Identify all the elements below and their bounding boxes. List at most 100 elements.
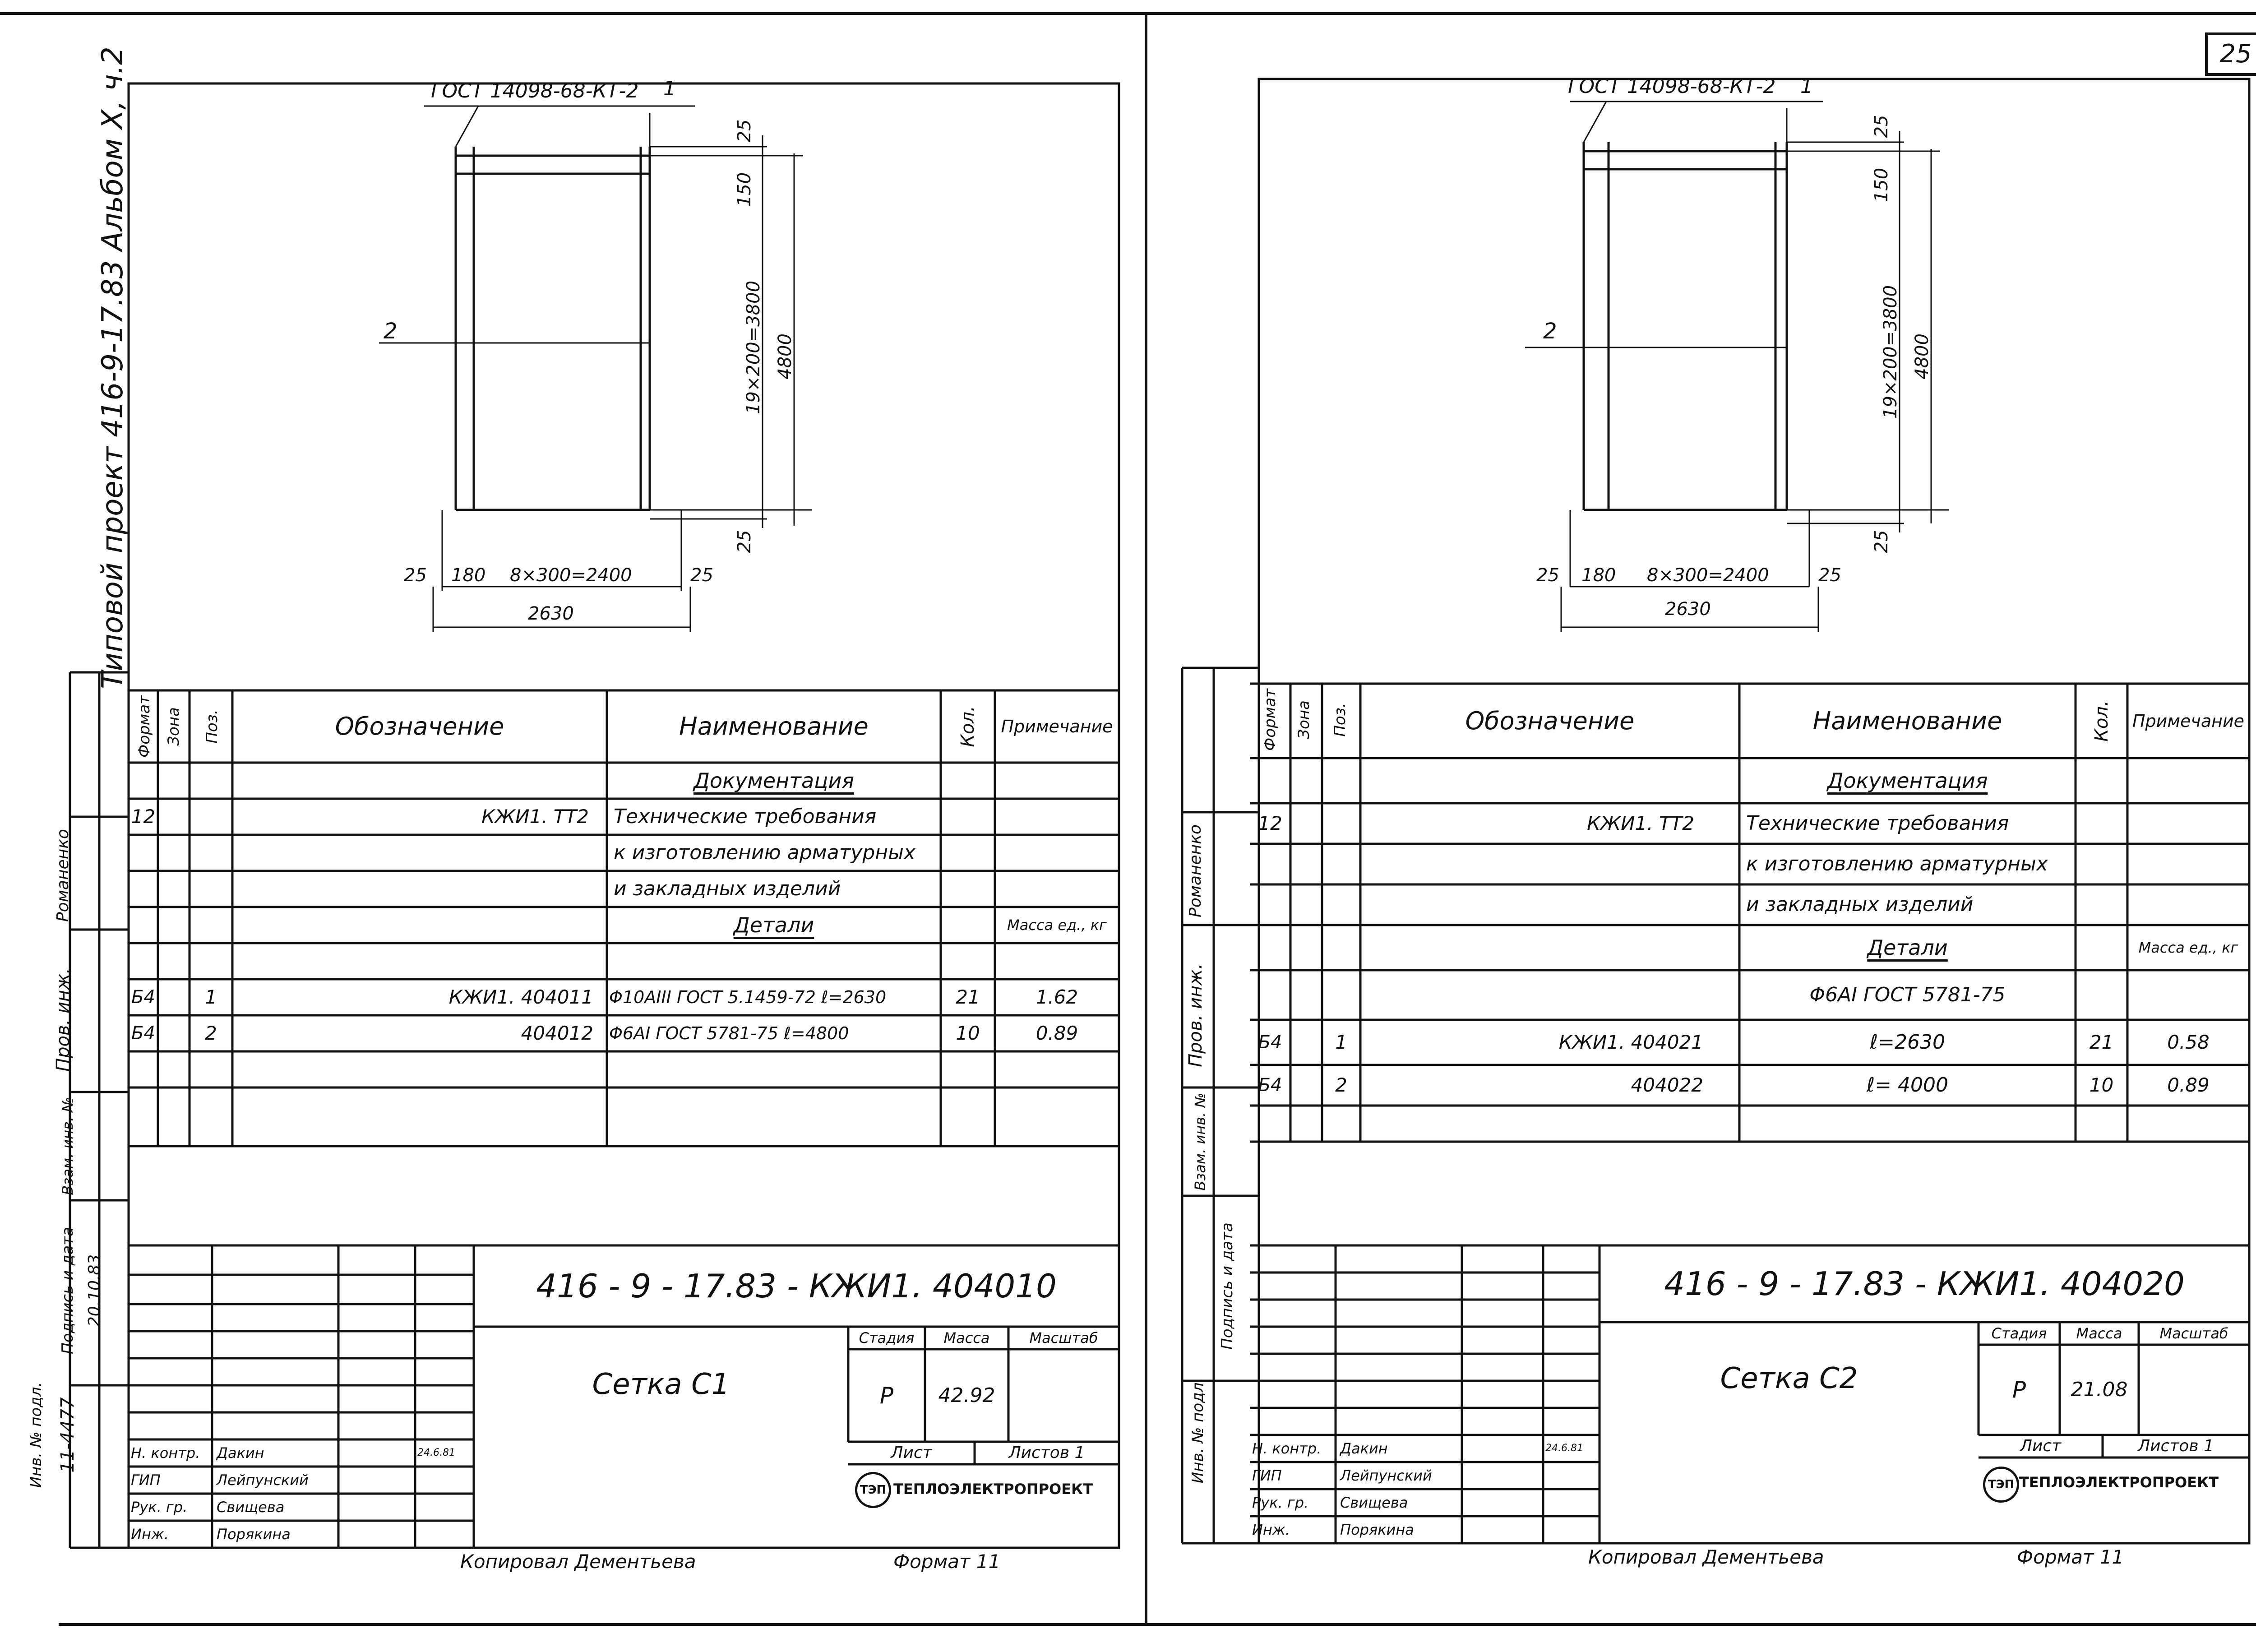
- position-1-label-left: 1: [663, 77, 676, 100]
- format-label-left: Формат 11: [893, 1550, 1001, 1573]
- col-pos-header-right: Поз.: [1331, 703, 1349, 737]
- col-qty-header-right: Кол.: [2091, 700, 2112, 742]
- spec-row-note: Масса ед., кг: [1007, 916, 1107, 934]
- spec-row-designation: 404022: [1631, 1074, 1703, 1096]
- sig-role: Н. контр.: [1252, 1440, 1322, 1457]
- dim-bottom-gap-right: 25: [1871, 530, 1892, 553]
- dim-first-right: 150: [1871, 167, 1892, 203]
- spec-row-qty: 10: [2089, 1074, 2114, 1096]
- drawing-code-left: 416 - 9 - 17.83 - КЖИ1. 404010: [536, 1267, 1057, 1305]
- spec-row-name: ℓ= 4000: [1866, 1074, 1948, 1097]
- spec-row-name: и закладных изделий: [614, 877, 841, 900]
- gost-note-right: ГОСТ 14098-68-КТ-2: [1568, 75, 1776, 98]
- copied-by-right: Копировал Дементьева: [1588, 1546, 1824, 1568]
- col-format-header-right: Формат: [1261, 689, 1279, 751]
- dim-total-h-right: 2630: [1665, 599, 1711, 620]
- spec-row-format: 12: [1258, 812, 1282, 834]
- sig-role: Рук. гр.: [1252, 1494, 1309, 1511]
- spec-row-name: Детали: [733, 913, 814, 937]
- stage-value-left: Р: [879, 1382, 894, 1409]
- spec-row-note: 0.58: [2167, 1031, 2210, 1053]
- mass-label-right: Масса: [2076, 1325, 2122, 1342]
- spec-row-name: Φ6АI ГОСТ 5781-75: [1809, 983, 2006, 1006]
- sheets-count-right: Листов 1: [2138, 1437, 2214, 1455]
- spec-row-pos: 1: [205, 986, 217, 1008]
- position-2-label-left: 2: [384, 319, 398, 344]
- spec-row-pos: 2: [205, 1022, 217, 1044]
- dim-left-gap-left: 25: [404, 565, 427, 586]
- dim-left-gap-right: 25: [1536, 565, 1559, 586]
- dim-right-gap-left: 25: [690, 565, 713, 586]
- spec-row-name: Технические требования: [1746, 812, 2009, 835]
- spec-row-designation: 404012: [521, 1022, 593, 1044]
- mass-label-left: Масса: [943, 1329, 990, 1347]
- stage-label-left: Стадия: [859, 1329, 915, 1347]
- spec-row-name: Детали: [1867, 935, 1948, 960]
- position-1-label-right: 1: [1800, 75, 1813, 98]
- dim-pitch-h-right: 8×300=2400: [1647, 565, 1769, 586]
- position-2-label-right: 2: [1543, 319, 1557, 344]
- dim-right-gap-right: 25: [1818, 565, 1841, 586]
- col-name-header-right: Наименование: [1812, 706, 2002, 735]
- scale-label-right: Масштаб: [2159, 1325, 2228, 1342]
- sig-name: Лейпунский: [1340, 1467, 1432, 1484]
- sheet-label-left: Лист: [891, 1444, 932, 1462]
- stage-value-right: Р: [2012, 1377, 2026, 1403]
- sig-date: 24.6.81: [1545, 1443, 1583, 1454]
- spec-row-name: к изготовлению арматурных: [1746, 852, 2048, 875]
- sig-name: Порякина: [1340, 1521, 1414, 1538]
- spec-row-designation: КЖИ1. ТТ2: [1587, 812, 1694, 834]
- mass-value-left: 42.92: [938, 1384, 995, 1407]
- spec-row-name: ℓ=2630: [1869, 1031, 1946, 1054]
- sig-role: Рук. гр.: [131, 1499, 188, 1516]
- page-number: 25: [2219, 39, 2252, 69]
- copied-by-left: Копировал Дементьева: [460, 1550, 696, 1573]
- dim-first-h-left: 180: [451, 565, 486, 586]
- col-zone-header-right: Зона: [1295, 700, 1313, 739]
- col-designation-header-right: Обозначение: [1465, 706, 1635, 735]
- spec-row-name: Φ10АIII ГОСТ 5.1459-72 ℓ=2630: [609, 987, 887, 1007]
- sig-name: Дакин: [1340, 1440, 1388, 1457]
- spec-row-name: и закладных изделий: [1746, 893, 1974, 916]
- inv-label-right: Инв. № подл.: [1189, 1377, 1207, 1484]
- sheets-count-left: Листов 1: [1008, 1444, 1085, 1462]
- spec-row-designation: КЖИ1. 404011: [448, 986, 593, 1008]
- spec-row-name: Документация: [693, 768, 855, 793]
- drawing-title-left: Сетка С1: [592, 1367, 730, 1401]
- sig-role: Инж.: [1252, 1521, 1290, 1538]
- spec-row-name: к изготовлению арматурных: [614, 841, 915, 864]
- org-name-right: ТЕПЛОЭЛЕКТРОПРОЕКТ: [2019, 1474, 2219, 1491]
- spec-row-name: Технические требования: [614, 805, 877, 828]
- scale-label-left: Масштаб: [1029, 1329, 1098, 1347]
- sig-name: Порякина: [217, 1526, 291, 1543]
- org-logo-left: ТЭП: [855, 1472, 891, 1508]
- sig-role: ГИП: [1252, 1467, 1282, 1484]
- spec-row-note: Масса ед., кг: [2138, 939, 2238, 956]
- spec-row-note: 0.89: [1036, 1022, 1078, 1044]
- dim-pitch-h-left: 8×300=2400: [510, 565, 632, 586]
- sig-role: ГИП: [131, 1472, 161, 1489]
- dim-pitch-v-right: 19×200=3800: [1880, 285, 1901, 419]
- spec-row-note: 1.62: [1036, 986, 1078, 1008]
- stage-label-right: Стадия: [1991, 1325, 2047, 1342]
- drawing-code-right: 416 - 9 - 17.83 - КЖИ1. 404020: [1664, 1265, 2185, 1303]
- col-name-header-left: Наименование: [679, 712, 869, 740]
- spec-row-format: 12: [131, 805, 156, 828]
- spec-row-note: 0.89: [2167, 1074, 2210, 1096]
- org-name-left: ТЕПЛОЭЛЕКТРОПРОЕКТ: [893, 1481, 1093, 1498]
- sig-role: Н. контр.: [131, 1444, 200, 1462]
- gost-note-left: ГОСТ 14098-68-КТ-2: [431, 79, 639, 102]
- spec-row-name: Документация: [1827, 768, 1988, 793]
- spec-row-format: Б4: [131, 1023, 155, 1044]
- spec-row-qty: 21: [956, 986, 980, 1008]
- mass-value-right: 21.08: [2071, 1378, 2128, 1401]
- col-designation-header-left: Обозначение: [335, 712, 504, 740]
- spec-row-pos: 1: [1335, 1031, 1347, 1053]
- prov-name-right: Романенко: [1186, 824, 1205, 917]
- spec-row-pos: 2: [1335, 1074, 1347, 1096]
- dim-first-h-right: 180: [1581, 565, 1616, 586]
- col-note-header-left: Примечание: [1001, 717, 1113, 736]
